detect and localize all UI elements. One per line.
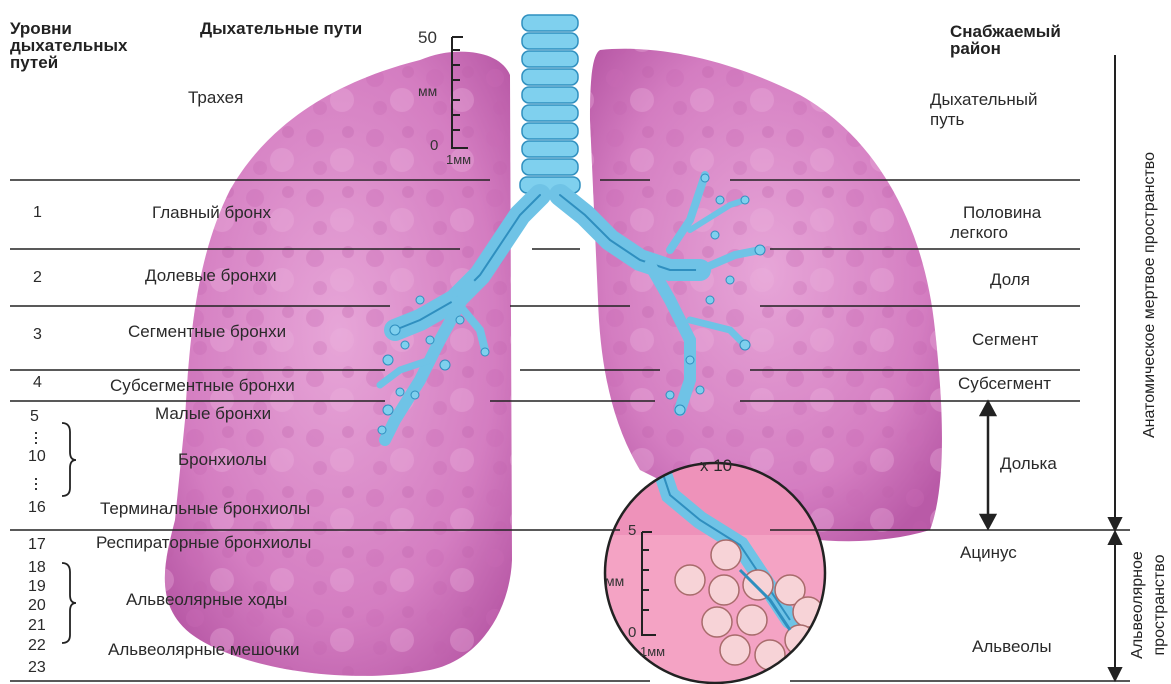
scale-mag-0: 0	[628, 624, 636, 641]
scale-mag-1mm: 1мм	[640, 644, 665, 659]
airway-trachea: Трахея	[188, 88, 243, 108]
airway-alveolar-sacs: Альвеолярные мешочки	[108, 640, 300, 660]
region-respiratory-path-2: путь	[930, 110, 964, 130]
airway-terminal-bronchioles: Терминальные бронхиолы	[100, 499, 310, 519]
region-lobule: Долька	[1000, 454, 1057, 474]
airway-small-bronchi: Малые бронхи	[155, 404, 271, 424]
header-region: Снабжаемый район	[950, 23, 1060, 57]
scale-top-50: 50	[418, 28, 437, 48]
airway-lobar-bronchi: Долевые бронхи	[145, 266, 277, 286]
header-levels: Уровни дыхательных путей	[10, 20, 180, 71]
region-lobe: Доля	[990, 270, 1030, 290]
level-1: 1	[33, 204, 42, 222]
level-23: 23	[28, 659, 46, 677]
scale-top-1mm: 1мм	[446, 152, 471, 167]
level-19: 19	[28, 578, 46, 596]
magnification-label: х 10	[700, 456, 732, 476]
level-18: 18	[28, 559, 46, 577]
level-10: 10	[28, 448, 46, 466]
label-alveolar-space-1: Альвеолярное	[1129, 545, 1147, 665]
region-segment: Сегмент	[972, 330, 1038, 350]
level-20: 20	[28, 597, 46, 615]
label-anatomical-dead-space: Анатомическое мертвое пространство	[1141, 145, 1159, 445]
level-22: 22	[28, 637, 46, 655]
dead-space-arrow	[1109, 55, 1121, 530]
level-17: 17	[28, 536, 46, 554]
level-2: 2	[33, 269, 42, 287]
region-respiratory-path-1: Дыхательный	[930, 90, 1038, 110]
scale-mag-5: 5	[628, 522, 636, 539]
label-alveolar-space-2: пространство	[1151, 545, 1169, 665]
airway-segmental-bronchi: Сегментные бронхи	[128, 322, 286, 342]
region-half-lung-1: Половина	[963, 203, 1041, 223]
alveolar-space-arrow	[1109, 532, 1121, 680]
lobule-arrow	[981, 402, 995, 528]
airway-alveolar-ducts: Альвеолярные ходы	[126, 590, 287, 610]
level-5: 5	[30, 408, 39, 426]
region-subsegment: Субсегмент	[958, 374, 1051, 394]
trachea	[520, 15, 580, 193]
region-half-lung-2: легкого	[950, 223, 1008, 243]
airway-respiratory-bronchioles: Респираторные бронхиолы	[96, 533, 311, 553]
airway-main-bronchus: Главный бронх	[152, 203, 271, 223]
level-4: 4	[33, 374, 42, 392]
airway-subsegmental-bronchi: Субсегментные бронхи	[110, 376, 295, 396]
header-airways: Дыхательные пути	[200, 20, 370, 37]
level-16: 16	[28, 499, 46, 517]
level-3: 3	[33, 326, 42, 344]
region-acinus: Ацинус	[960, 543, 1017, 563]
airway-bronchioles: Бронхиолы	[178, 450, 267, 470]
scale-top-0: 0	[430, 137, 438, 154]
scale-top-mm: мм	[418, 83, 437, 99]
level-21: 21	[28, 617, 46, 635]
scale-mag-mm: мм	[605, 573, 624, 589]
region-alveoli: Альвеолы	[972, 637, 1052, 657]
